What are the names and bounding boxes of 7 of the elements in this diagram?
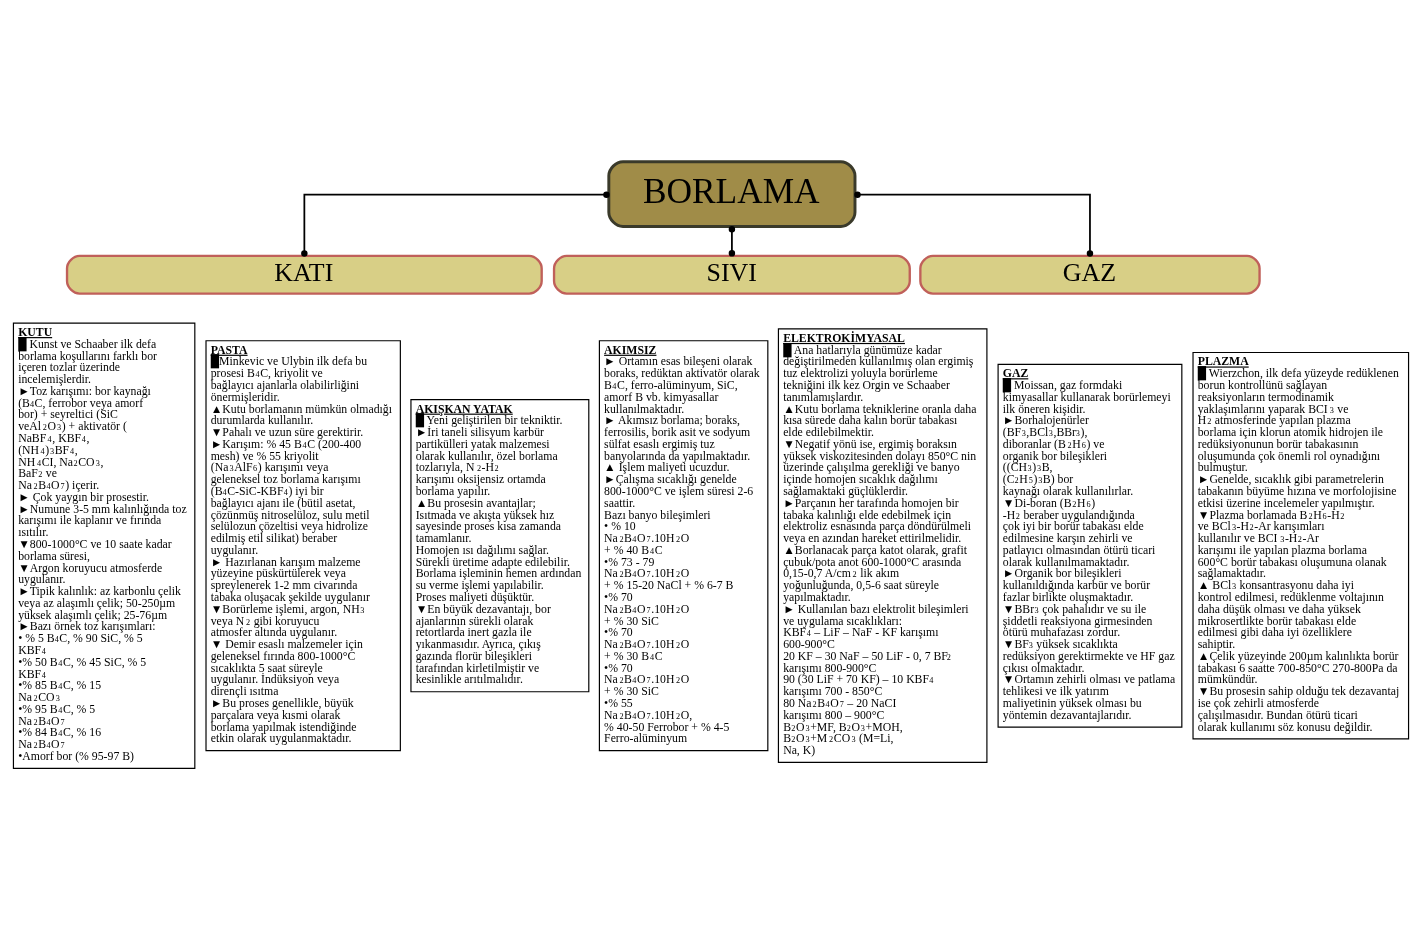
node-box: SIVI (552, 254, 911, 295)
connector (301, 190, 610, 257)
node-box: BORLAMA (607, 159, 857, 228)
connector (854, 190, 1094, 257)
node-box: GAZ (919, 254, 1261, 295)
node-box: KATI (65, 254, 543, 295)
connector (728, 225, 736, 257)
